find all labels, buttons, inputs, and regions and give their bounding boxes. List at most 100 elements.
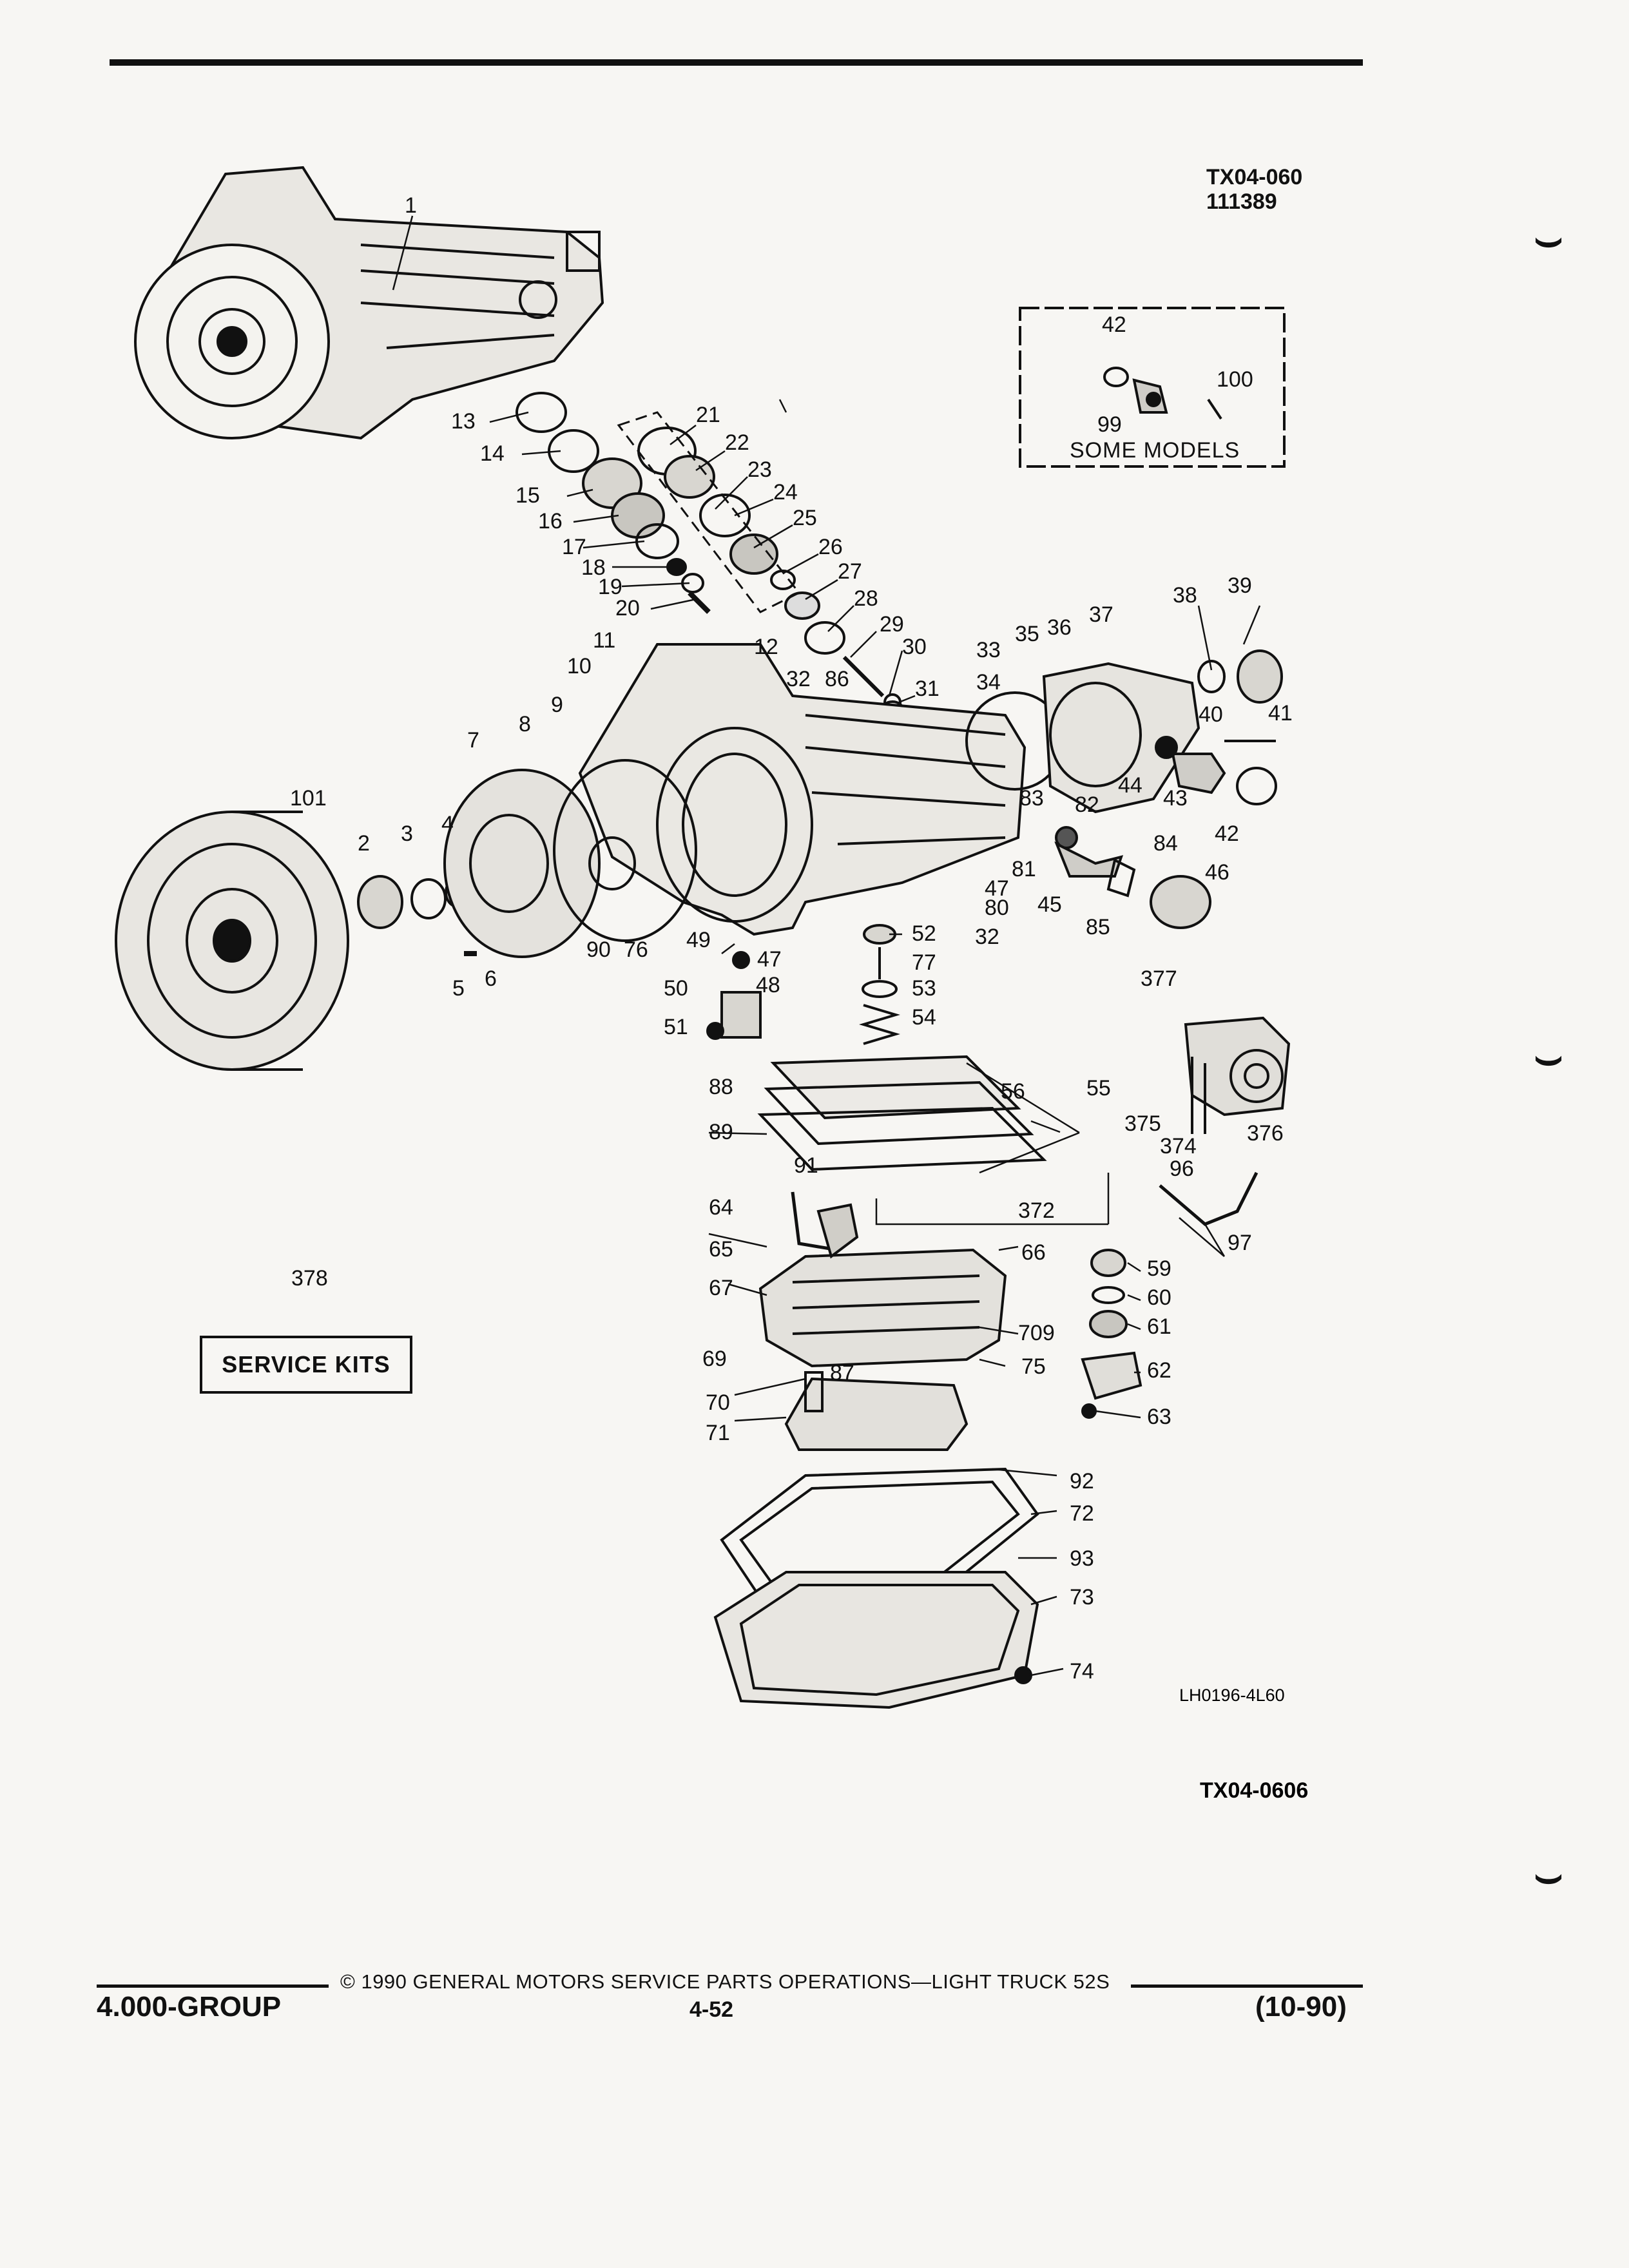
callout-88: 88 <box>709 1075 733 1099</box>
callout-18: 18 <box>581 555 606 580</box>
callout-71: 71 <box>706 1421 730 1445</box>
callout-96: 96 <box>1170 1157 1194 1181</box>
service-kits-box: SERVICE KITS <box>200 1336 412 1394</box>
callout-11: 11 <box>593 628 615 653</box>
drawing-code: LH0196-4L60 <box>1179 1686 1285 1705</box>
callout-47: 47 <box>757 947 782 972</box>
callout-22: 22 <box>725 430 749 455</box>
inset-callout-99: 99 <box>1097 412 1122 437</box>
callout-30: 30 <box>902 635 927 659</box>
callout-60: 60 <box>1147 1285 1171 1310</box>
copyright-line: © 1990 GENERAL MOTORS SERVICE PARTS OPER… <box>340 1970 1110 1993</box>
inset-callout-100: 100 <box>1217 367 1253 392</box>
leader-lines <box>308 215 1261 1677</box>
callout-75: 75 <box>1021 1354 1046 1379</box>
callout-85: 85 <box>1086 915 1110 939</box>
oil-filter <box>784 1371 969 1451</box>
callout-89: 89 <box>709 1120 733 1144</box>
callout-375: 375 <box>1124 1111 1161 1136</box>
callout-4: 4 <box>441 812 454 836</box>
callout-77: 77 <box>912 950 936 975</box>
callout-73: 73 <box>1070 1585 1094 1610</box>
callout-6: 6 <box>485 966 497 991</box>
callout-8: 8 <box>519 712 531 736</box>
callout-34: 34 <box>976 670 1001 695</box>
accumulator-parts <box>1081 1249 1142 1419</box>
callout-3: 3 <box>401 822 413 846</box>
callout-69: 69 <box>702 1347 727 1371</box>
seal-ring-stack <box>516 392 905 724</box>
callout-86: 86 <box>825 667 849 691</box>
callout-97: 97 <box>1228 1231 1252 1255</box>
callout-19: 19 <box>598 575 622 599</box>
transmission-case <box>578 643 1027 936</box>
transmission-assembly <box>134 166 604 440</box>
callout-81: 81 <box>1012 857 1036 881</box>
callout-45: 45 <box>1037 892 1062 917</box>
callout-55: 55 <box>1086 1076 1111 1100</box>
sub-ref-code: TX04-0606 <box>1200 1778 1308 1803</box>
callout-378: 378 <box>291 1266 328 1291</box>
valve-body <box>758 1191 1007 1368</box>
footer-rule-left <box>97 1984 329 1988</box>
pan-bolt <box>1014 1666 1032 1684</box>
callout-7: 7 <box>467 728 479 753</box>
callout-87: 87 <box>830 1361 854 1385</box>
callout-76: 76 <box>624 937 648 962</box>
ref-number: 111389 <box>1206 189 1277 214</box>
callout-62: 62 <box>1147 1358 1171 1383</box>
torque-converter <box>115 811 349 1071</box>
callout-82: 82 <box>1075 793 1099 817</box>
callout-80: 80 <box>985 896 1009 920</box>
callout-376: 376 <box>1247 1121 1284 1146</box>
callout-83: 83 <box>1019 786 1044 811</box>
callout-28: 28 <box>854 586 878 611</box>
callout-17: 17 <box>562 535 586 559</box>
callout-72: 72 <box>1070 1501 1094 1526</box>
callout-41: 41 <box>1268 701 1293 726</box>
callout-33: 33 <box>976 638 1001 662</box>
callout-92: 92 <box>1070 1469 1094 1494</box>
callout-40: 40 <box>1199 702 1223 727</box>
callout-93: 93 <box>1070 1546 1094 1571</box>
callout-50: 50 <box>664 976 688 1001</box>
callout-35: 35 <box>1015 622 1039 646</box>
callout-53: 53 <box>912 976 936 1001</box>
callout-31: 31 <box>915 677 940 701</box>
callout-12: 12 <box>754 635 778 659</box>
callout-27: 27 <box>838 559 862 584</box>
callout-2: 2 <box>358 831 370 856</box>
callout-42: 42 <box>1215 822 1239 846</box>
callout-5: 5 <box>452 976 465 1001</box>
callout-32: 32 <box>786 667 811 691</box>
margin-mark: ⌣ <box>1534 1032 1564 1082</box>
callout-39: 39 <box>1228 573 1252 598</box>
callout-46: 46 <box>1205 860 1229 885</box>
callout-709: 709 <box>1018 1321 1055 1345</box>
ref-code: TX04-060 <box>1206 165 1303 189</box>
inset-title: SOME MODELS <box>1070 438 1240 463</box>
spacer-plates <box>757 1055 1047 1171</box>
callout-372: 372 <box>1018 1198 1055 1223</box>
callout-90: 90 <box>586 937 611 962</box>
callout-91: 91 <box>794 1153 818 1178</box>
callout-24: 24 <box>773 480 798 505</box>
callout-9: 9 <box>551 693 563 717</box>
group-label: 4.000-GROUP <box>97 1991 282 2023</box>
callout-101: 101 <box>290 786 327 811</box>
callout-25: 25 <box>793 506 817 530</box>
callout-13: 13 <box>451 409 476 434</box>
callout-54: 54 <box>912 1005 936 1030</box>
callout-65: 65 <box>709 1237 733 1262</box>
callout-61: 61 <box>1147 1314 1171 1339</box>
callout-21: 21 <box>696 403 720 427</box>
inset-box <box>1019 307 1286 468</box>
callout-63: 63 <box>1147 1405 1171 1429</box>
callout-44: 44 <box>1118 773 1142 798</box>
callout-59: 59 <box>1147 1256 1171 1281</box>
margin-mark: ⌣ <box>1534 213 1564 264</box>
callout-377: 377 <box>1141 966 1177 991</box>
front-pump-parts <box>357 759 697 958</box>
page-number: 4-52 <box>689 1997 734 2022</box>
